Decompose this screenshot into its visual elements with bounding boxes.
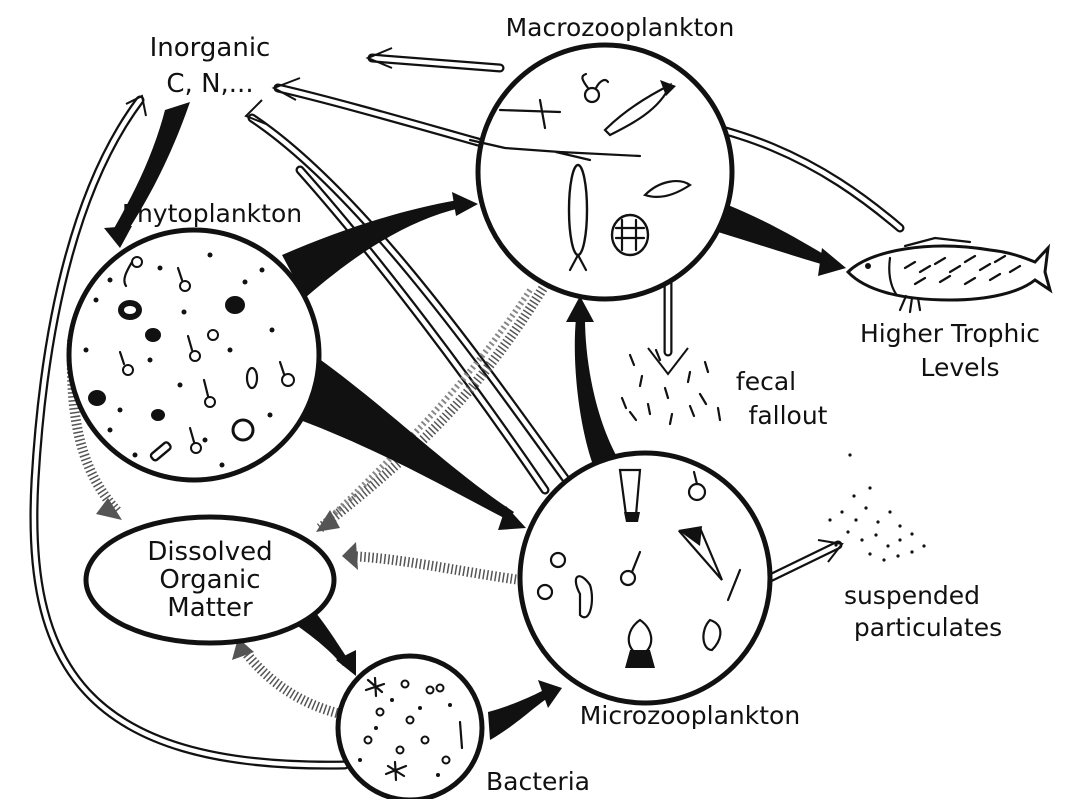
node-microzooplankton [520, 453, 770, 703]
label-dom-line3: Matter [167, 593, 253, 623]
node-macrozooplankton [470, 45, 732, 299]
label-higher-trophic-line1: Higher Trophic [860, 319, 1040, 348]
suspended-particulates [828, 453, 925, 561]
arrow-micro-to-macro [575, 318, 620, 462]
radiolarian-icon [612, 215, 648, 255]
label-higher-trophic-line2: Levels [920, 353, 999, 382]
label-fecal-line2: fallout [749, 401, 828, 430]
label-dom-line1: Dissolved [147, 537, 272, 567]
arrow-bacteria-to-micro [488, 690, 548, 740]
label-inorganic-line1: Inorganic [150, 33, 271, 63]
fish-icon [848, 238, 1050, 312]
flow-micro-to-dom [348, 556, 520, 580]
node-bacteria [338, 656, 482, 799]
label-fecal-line1: fecal [736, 367, 796, 396]
fecal-pellets [622, 350, 720, 424]
label-inorganic-line2: C, N,... [166, 69, 253, 99]
label-microzooplankton: Microzooplankton [580, 701, 800, 730]
arrow-macro-to-fish [718, 205, 830, 266]
node-phytoplankton [69, 230, 319, 480]
label-phytoplankton: Phytoplankton [122, 199, 302, 228]
flow-bacteria-to-dom [240, 645, 345, 715]
label-macrozooplankton: Macrozooplankton [506, 13, 735, 42]
label-dom-line2: Organic [159, 565, 260, 595]
label-suspended-line1: suspended [844, 581, 980, 610]
arrow-phyto-to-micro [300, 358, 514, 520]
label-suspended-line2: particulates [854, 613, 1002, 642]
label-bacteria: Bacteria [486, 767, 590, 796]
